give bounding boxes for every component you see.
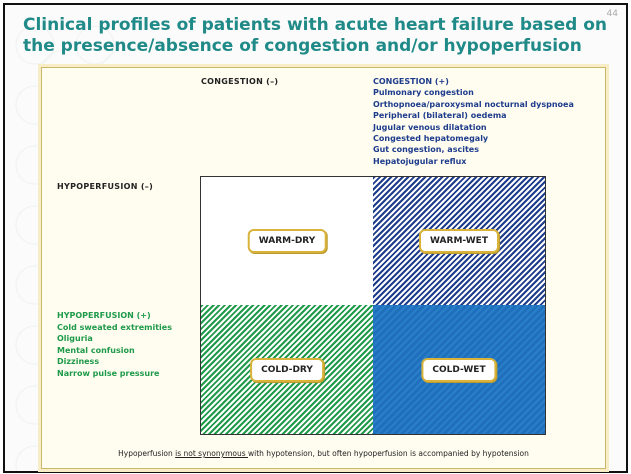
hypoperfusion-sign-4: Dizziness: [57, 357, 100, 367]
hypoperfusion-minus-label: HYPOPERFUSION (–): [57, 182, 154, 191]
quadrant-cold-wet: COLD-WET: [373, 305, 545, 434]
hypoperfusion-sign-5: Narrow pulse pressure: [57, 368, 160, 378]
congestion-sign-4: Jugular venous dilatation: [373, 122, 487, 132]
warm-wet-label: WARM-WET: [419, 229, 499, 253]
congestion-plus-block: CONGESTION (+) Pulmonary congestion Orth…: [373, 76, 574, 167]
congestion-sign-3: Peripheral (bilateral) oedema: [373, 111, 507, 121]
hypoperfusion-sign-2: Oliguria: [57, 334, 93, 344]
quadrant-warm-dry: WARM-DRY: [201, 177, 373, 305]
page-number: 44: [606, 9, 618, 19]
congestion-sign-6: Gut congestion, ascites: [373, 145, 479, 155]
slide-title: Clinical profiles of patients with acute…: [23, 15, 608, 56]
cold-wet-label: COLD-WET: [421, 357, 497, 382]
congestion-sign-7: Hepatojugular reflux: [373, 156, 467, 166]
congestion-sign-2: Orthopnoea/paroxysmal nocturnal dyspnoea: [373, 99, 574, 109]
congestion-sign-5: Congested hepatomegaly: [373, 134, 489, 144]
slide-frame: 44 Clinical profiles of patients with ac…: [3, 3, 628, 473]
hypoperfusion-plus-heading: HYPOPERFUSION (+): [57, 311, 151, 320]
footnote-part-2: with hypotension, but often hypoperfusio…: [248, 449, 529, 458]
quadrant-cold-dry: COLD-DRY: [201, 305, 373, 434]
hypoperfusion-sign-1: Cold sweated extremities: [57, 322, 172, 332]
profile-grid: WARM-DRY WARM-WET COLD-DRY COLD-WET: [200, 176, 546, 435]
hypoperfusion-sign-3: Mental confusion: [57, 345, 135, 355]
cold-dry-label: COLD-DRY: [250, 357, 324, 382]
congestion-minus-label: CONGESTION (–): [201, 77, 279, 86]
footnote: Hypoperfusion is not synonymous with hyp…: [42, 449, 605, 458]
footnote-part-1: Hypoperfusion: [118, 449, 176, 458]
quadrant-warm-wet: WARM-WET: [373, 177, 545, 305]
hypoperfusion-plus-block: HYPOPERFUSION (+) Cold sweated extremiti…: [57, 310, 172, 380]
congestion-plus-heading: CONGESTION (+): [373, 77, 449, 86]
warm-dry-label: WARM-DRY: [247, 229, 327, 253]
footnote-underlined: is not synonymous: [175, 449, 249, 458]
congestion-sign-1: Pulmonary congestion: [373, 88, 474, 98]
diagram-panel: CONGESTION (–) CONGESTION (+) Pulmonary …: [41, 67, 606, 469]
